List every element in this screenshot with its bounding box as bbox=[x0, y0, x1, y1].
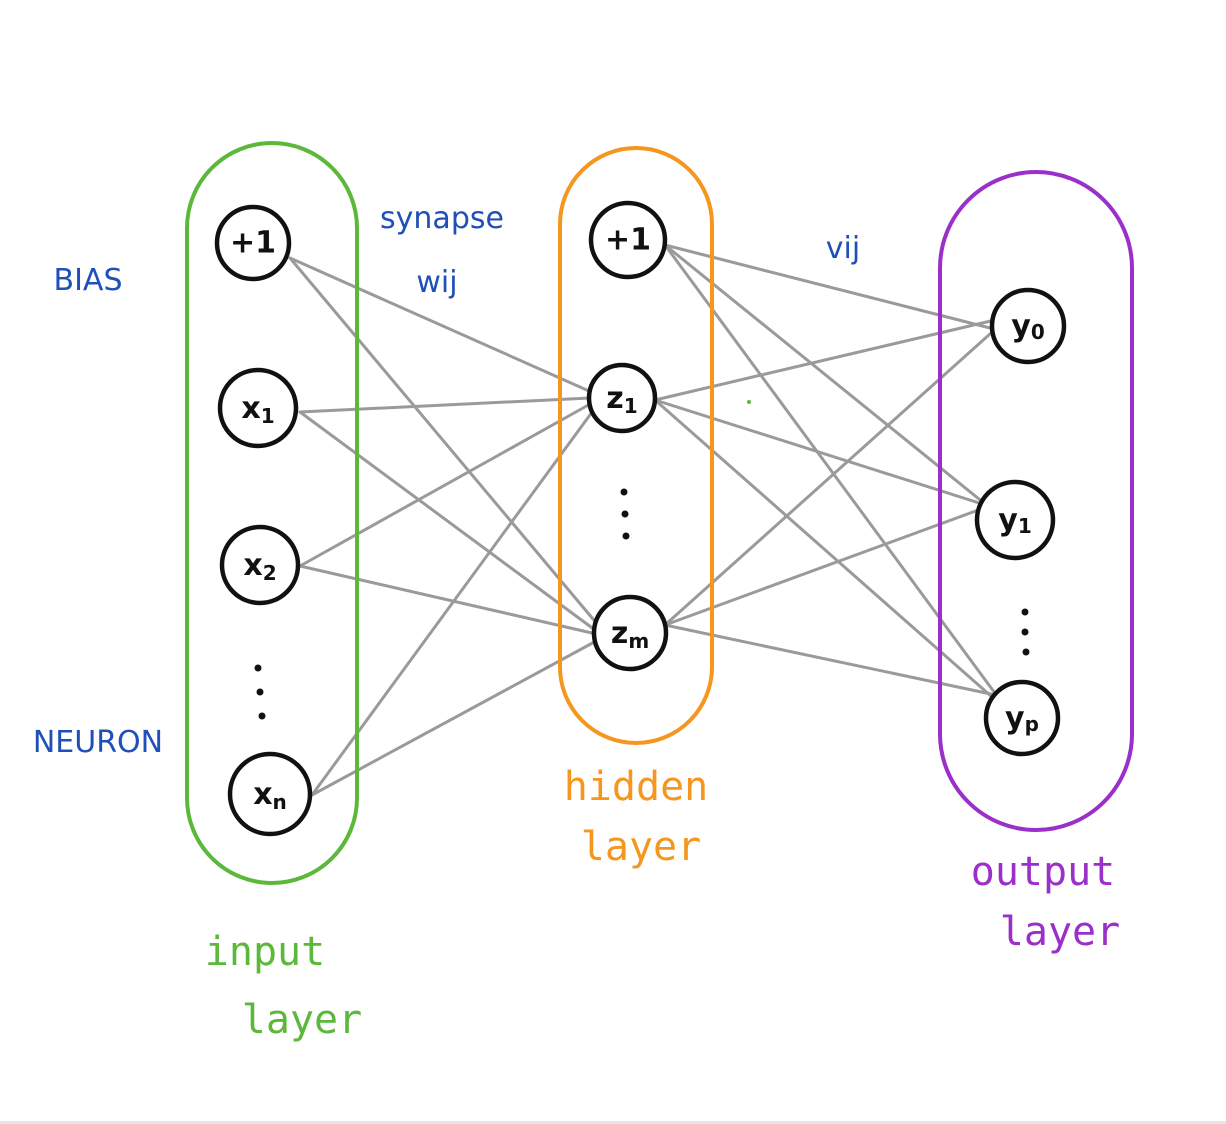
edge-z1-y0 bbox=[653, 318, 997, 402]
edge-x2-zm bbox=[298, 564, 594, 635]
edge-zm-y1 bbox=[663, 503, 994, 627]
zm-node: zm bbox=[591, 594, 669, 672]
output-layer-caption-line2: layer bbox=[1000, 909, 1120, 955]
output-layer-box bbox=[938, 170, 1134, 832]
input-layer-caption-line2: layer bbox=[242, 997, 362, 1043]
y1-node: y1 bbox=[974, 479, 1056, 561]
vij-annotation: vij bbox=[826, 231, 860, 266]
edge-zm-y0 bbox=[663, 323, 1002, 627]
svg-text:x1: x1 bbox=[241, 391, 274, 429]
edge-zm-yp bbox=[663, 623, 1007, 699]
x2-node: x2 bbox=[219, 524, 301, 606]
svg-text:xn: xn bbox=[253, 777, 287, 815]
svg-text:zm: zm bbox=[611, 616, 649, 654]
x1-node: x1 bbox=[217, 367, 299, 449]
svg-text:+1: +1 bbox=[605, 223, 651, 258]
svg-text:yp: yp bbox=[1005, 701, 1039, 737]
edge-hbias-y1 bbox=[663, 243, 997, 514]
input-ellipsis bbox=[254, 664, 266, 720]
edge-xn-zm bbox=[310, 638, 600, 797]
svg-text:x2: x2 bbox=[243, 548, 276, 586]
input-to-hidden-connections bbox=[288, 256, 600, 797]
input-layer-caption-line1: input bbox=[205, 929, 325, 975]
edge-x2-z1 bbox=[298, 401, 594, 568]
z1-node: z1 bbox=[586, 362, 658, 434]
hidden-layer-box bbox=[558, 146, 714, 745]
edge-bias-zm bbox=[288, 256, 600, 627]
yp-node: yp bbox=[983, 679, 1061, 757]
wij-annotation: wij bbox=[416, 265, 457, 300]
svg-text:y0: y0 bbox=[1011, 309, 1044, 345]
hidden-to-output-connections bbox=[653, 243, 1007, 706]
neuron-annotation: NEURON bbox=[33, 725, 163, 760]
output-layer-caption-line1: output bbox=[971, 849, 1116, 895]
hidden-bias-node: +1 bbox=[588, 200, 668, 280]
svg-text:+1: +1 bbox=[230, 226, 276, 261]
y0-node: y0 bbox=[989, 287, 1067, 365]
xn-node: xn bbox=[227, 751, 313, 837]
hidden-ellipsis bbox=[620, 488, 630, 540]
input-layer-box bbox=[185, 141, 359, 885]
bottom-border bbox=[0, 1121, 1226, 1124]
edge-xn-z1 bbox=[310, 406, 597, 797]
edge-x1-zm bbox=[298, 410, 597, 632]
input-bias-node: +1 bbox=[214, 204, 292, 282]
edge-z1-y1 bbox=[653, 398, 997, 510]
stray-dot bbox=[747, 400, 751, 404]
svg-text:z1: z1 bbox=[606, 381, 637, 419]
svg-text:y1: y1 bbox=[998, 503, 1031, 539]
output-ellipsis bbox=[1021, 608, 1030, 656]
synapse-annotation: synapse bbox=[380, 201, 504, 236]
edge-hbias-y0 bbox=[663, 243, 992, 330]
hidden-layer-caption-line2: layer bbox=[581, 824, 701, 870]
edge-x1-z1 bbox=[298, 396, 592, 414]
bias-annotation: BIAS bbox=[54, 263, 123, 298]
hidden-layer-caption-line1: hidden bbox=[564, 764, 709, 810]
edge-bias-z1 bbox=[288, 256, 600, 397]
edge-hbias-yp bbox=[663, 243, 1002, 702]
